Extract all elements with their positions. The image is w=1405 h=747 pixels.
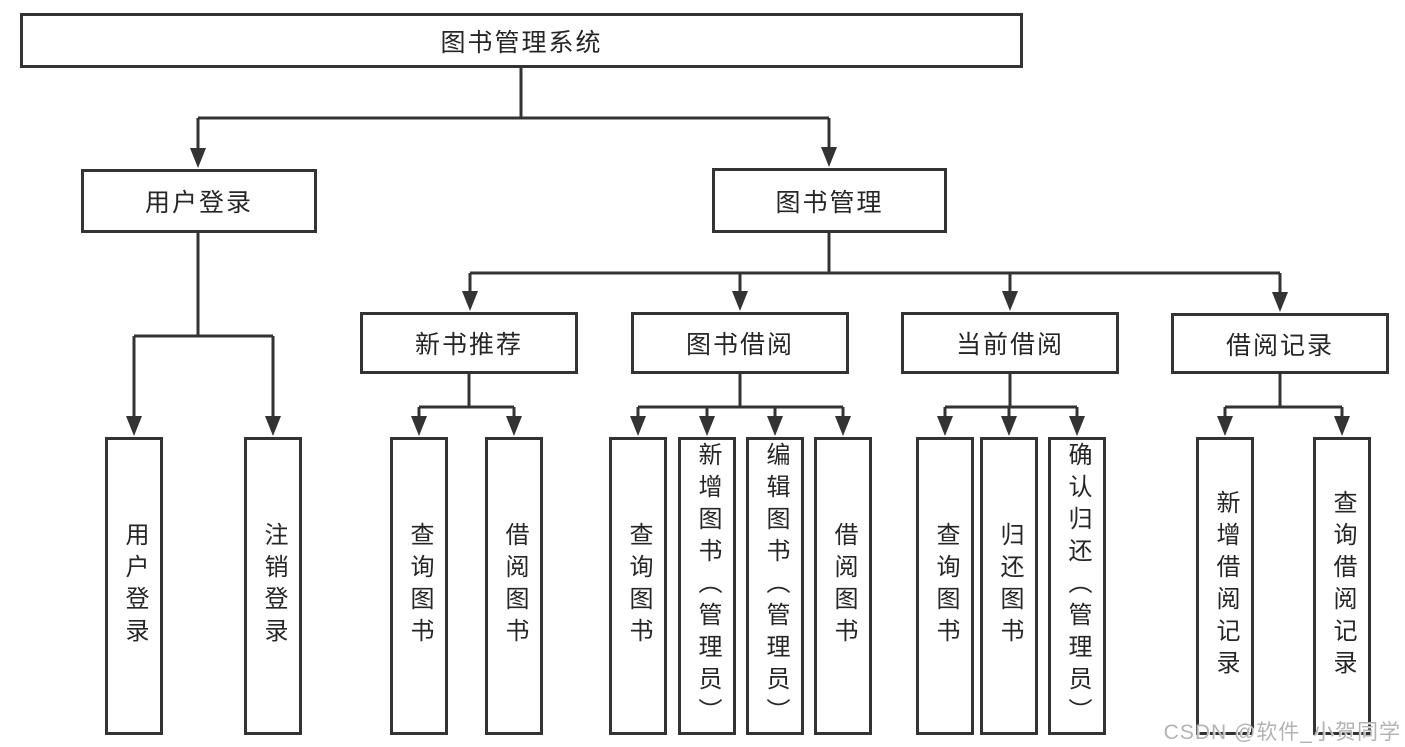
node-current-borrow: 当前借阅 xyxy=(901,312,1119,374)
leaf-label: 注销登录 xyxy=(260,522,287,650)
leaf-newbook-query-books: 查询图书 xyxy=(390,437,448,735)
leaf-current-query-books: 查询图书 xyxy=(916,437,974,735)
node-book-management: 图书管理 xyxy=(712,168,947,233)
leaf-borrow-query-books: 查询图书 xyxy=(609,437,667,735)
node-root: 图书管理系统 xyxy=(20,13,1023,68)
leaf-label: 查询图书 xyxy=(625,522,652,650)
leaf-borrow-borrow-books: 借阅图书 xyxy=(814,437,872,735)
leaf-logout-login: 注销登录 xyxy=(244,437,302,735)
leaf-label: 借阅图书 xyxy=(830,522,857,650)
leaf-label: 编辑图书（管理员） xyxy=(762,442,789,730)
watermark: CSDN @软件_小贺同学 xyxy=(1163,721,1401,744)
leaf-borrow-edit-books-admin: 编辑图书（管理员） xyxy=(746,437,804,735)
node-book-borrow: 图书借阅 xyxy=(631,312,849,374)
leaf-label: 确认归还（管理员） xyxy=(1064,442,1091,730)
leaf-label: 查询图书 xyxy=(406,522,433,650)
leaf-current-return-books: 归还图书 xyxy=(980,437,1038,735)
leaf-label: 新增借阅记录 xyxy=(1212,490,1239,682)
leaf-record-query-borrow-record: 查询借阅记录 xyxy=(1313,437,1371,735)
leaf-label: 借阅图书 xyxy=(501,522,528,650)
leaf-current-confirm-return-admin: 确认归还（管理员） xyxy=(1048,437,1106,735)
node-borrow-records: 借阅记录 xyxy=(1171,313,1389,374)
node-new-book-recommend: 新书推荐 xyxy=(360,312,578,374)
leaf-label: 查询图书 xyxy=(932,522,959,650)
leaf-label: 查询借阅记录 xyxy=(1329,490,1356,682)
leaf-record-add-borrow-record: 新增借阅记录 xyxy=(1196,437,1254,735)
leaf-label: 归还图书 xyxy=(996,522,1023,650)
leaf-label: 新增图书（管理员） xyxy=(694,442,721,730)
node-user-login: 用户登录 xyxy=(81,169,317,233)
leaf-user-login: 用户登录 xyxy=(105,437,163,735)
leaf-label: 用户登录 xyxy=(121,522,148,650)
leaf-borrow-add-books-admin: 新增图书（管理员） xyxy=(678,437,736,735)
leaf-newbook-borrow-books: 借阅图书 xyxy=(485,437,543,735)
